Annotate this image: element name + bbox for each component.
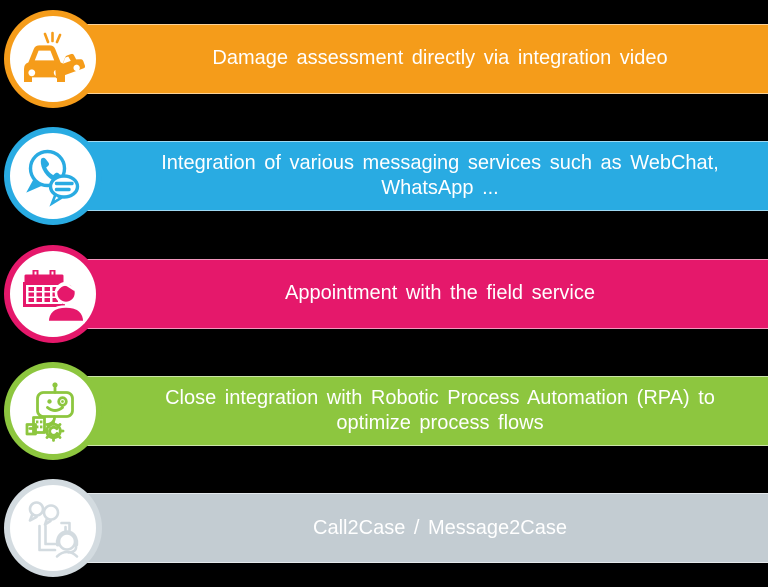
feature-icon-badge [4, 361, 102, 460]
feature-row-messaging: Integration of various messaging service… [0, 117, 768, 234]
feature-icon-badge [4, 127, 102, 226]
feature-label: Call2Case / Message2Case [313, 516, 567, 539]
feature-row-appointment: Appointment with the field service [0, 235, 768, 352]
feature-bar: Damage assessment directly via integrati… [50, 23, 768, 94]
feature-label: Appointment with the field service [285, 282, 595, 305]
whatsapp-messaging-icon [26, 149, 80, 207]
feature-label: Close integration with Robotic Process A… [165, 386, 715, 434]
feature-bar: Appointment with the field service [50, 258, 768, 329]
feature-row-damage-assessment: Damage assessment directly via integrati… [0, 0, 768, 117]
feature-icon-badge [4, 9, 102, 108]
chat-headset-icon [28, 501, 79, 559]
car-crash-icon [24, 31, 85, 82]
chatbot-rpa-icon [25, 382, 74, 442]
feature-row-rpa: Close integration with Robotic Process A… [0, 352, 768, 469]
feature-icon-badge [4, 244, 102, 343]
feature-bar: Call2Case / Message2Case [50, 493, 768, 564]
feature-bar: Close integration with Robotic Process A… [50, 375, 768, 446]
feature-label: Integration of various messaging service… [161, 152, 719, 200]
calendar-person-icon [23, 269, 85, 323]
feature-bar: Integration of various messaging service… [50, 141, 768, 212]
feature-icon-badge [4, 479, 102, 578]
feature-label: Damage assessment directly via integrati… [212, 47, 668, 70]
feature-row-call2case: Call2Case / Message2Case [0, 470, 768, 587]
